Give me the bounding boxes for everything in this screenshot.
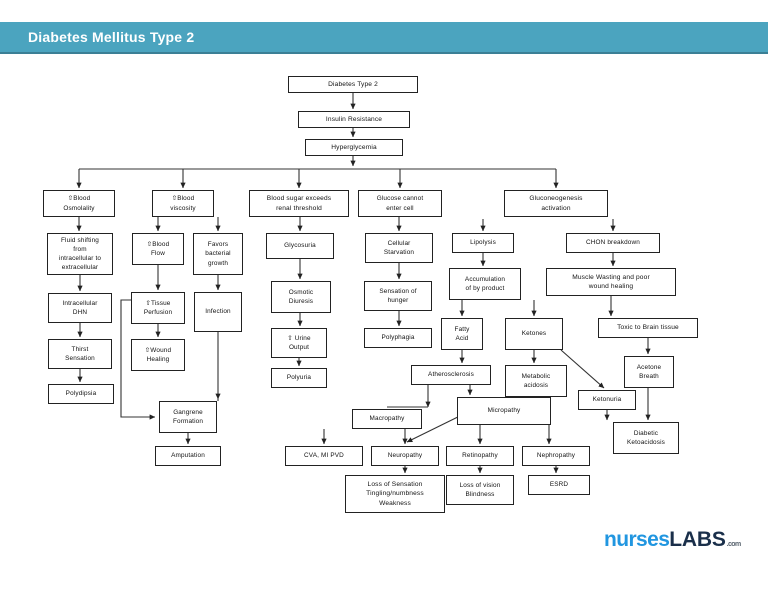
- flowchart-node-n17[interactable]: ⇧Tissue Perfusion: [131, 292, 185, 324]
- flowchart-node-n5[interactable]: ⇧Blood viscosity: [152, 190, 214, 217]
- flowchart-node-n25[interactable]: ⇧ Urine Output: [271, 328, 327, 358]
- page-header-bar: Diabetes Mellitus Type 2: [0, 22, 768, 54]
- flowchart-node-n12[interactable]: Glycosuria: [266, 233, 334, 259]
- page-title: Diabetes Mellitus Type 2: [28, 29, 195, 45]
- flowchart-node-n34[interactable]: Atherosclerosis: [411, 365, 491, 385]
- flowchart-node-n15[interactable]: CHON breakdown: [566, 233, 660, 253]
- logo-labs-text: LABS: [669, 528, 726, 551]
- flowchart-node-n24[interactable]: ⇧Wound Healing: [131, 339, 185, 371]
- flowchart-node-n1[interactable]: Diabetes Type 2: [288, 76, 418, 93]
- flowchart-node-n4[interactable]: ⇧Blood Osmolality: [43, 190, 115, 217]
- flowchart-node-n21[interactable]: Accumulation of by product: [449, 268, 521, 300]
- flowchart-node-n35[interactable]: Ketonuria: [578, 390, 636, 410]
- flowchart-node-n8[interactable]: Gluconeogenesis activation: [504, 190, 608, 217]
- flowchart-node-n7[interactable]: Glucose cannot enter cell: [358, 190, 442, 217]
- flowchart-node-n26[interactable]: Polyphagia: [364, 328, 432, 348]
- flowchart-node-n37[interactable]: Micropathy: [457, 397, 551, 425]
- nurseslabs-logo[interactable]: nurses LABS .com: [604, 528, 754, 558]
- flowchart-node-n32[interactable]: Acetone Breath: [624, 356, 674, 388]
- flowchart-node-n11[interactable]: Favors bacterial growth: [193, 233, 243, 275]
- flowchart-node-n38[interactable]: Diabetic Ketoacidosis: [613, 422, 679, 454]
- flowchart-node-n44[interactable]: Loss of Sensation Tingling/numbness Weak…: [345, 475, 445, 513]
- flowchart-node-n40[interactable]: CVA, MI PVD: [285, 446, 363, 466]
- flowchart-node-n18[interactable]: Infection: [194, 292, 242, 332]
- flowchart-node-n41[interactable]: Neuropathy: [371, 446, 439, 466]
- flowchart-node-n30[interactable]: Polydipsia: [48, 384, 114, 404]
- flowchart-node-n43[interactable]: Nephropathy: [522, 446, 590, 466]
- flowchart-node-n23[interactable]: Thirst Sensation: [48, 339, 112, 369]
- flowchart-node-n46[interactable]: ESRD: [528, 475, 590, 495]
- flowchart-node-n22[interactable]: Muscle Wasting and poor wound healing: [546, 268, 676, 296]
- flowchart-node-n6[interactable]: Blood sugar exceeds renal threshold: [249, 190, 349, 217]
- flowchart-node-n45[interactable]: Loss of vision Blindness: [446, 475, 514, 505]
- flowchart-node-n29[interactable]: Toxic to Brain tissue: [598, 318, 698, 338]
- flowchart-node-n28[interactable]: Ketones: [505, 318, 563, 350]
- logo-brand-text: nurses: [604, 528, 670, 551]
- flowchart-node-n42[interactable]: Retinopathy: [446, 446, 514, 466]
- flowchart-node-n47[interactable]: Polyuria: [271, 368, 327, 388]
- flowchart-node-n3[interactable]: Hyperglycemia: [305, 139, 403, 156]
- flowchart-node-n39[interactable]: Amputation: [155, 446, 221, 466]
- flowchart-node-n14[interactable]: Lipolysis: [452, 233, 514, 253]
- logo-tld-text: .com: [726, 541, 742, 548]
- flowchart-node-n9[interactable]: Fluid shifting from intracellular to ext…: [47, 233, 113, 275]
- flowchart-node-n16[interactable]: Intracellular DHN: [48, 293, 112, 323]
- flowchart-node-n31[interactable]: Metabolic acidosis: [505, 365, 567, 397]
- flowchart-node-n10[interactable]: ⇧Blood Flow: [132, 233, 184, 265]
- flowchart-node-n2[interactable]: Insulin Resistance: [298, 111, 410, 128]
- flowchart-node-n20[interactable]: Sensation of hunger: [364, 281, 432, 311]
- flowchart-node-n27[interactable]: Fatty Acid: [441, 318, 483, 350]
- flowchart-node-n36[interactable]: Macropathy: [352, 409, 422, 429]
- flowchart-node-n19[interactable]: Osmotic Diuresis: [271, 281, 331, 313]
- flowchart-node-n13[interactable]: Cellular Starvation: [365, 233, 433, 263]
- flowchart-node-n33[interactable]: Gangrene Formation: [159, 401, 217, 433]
